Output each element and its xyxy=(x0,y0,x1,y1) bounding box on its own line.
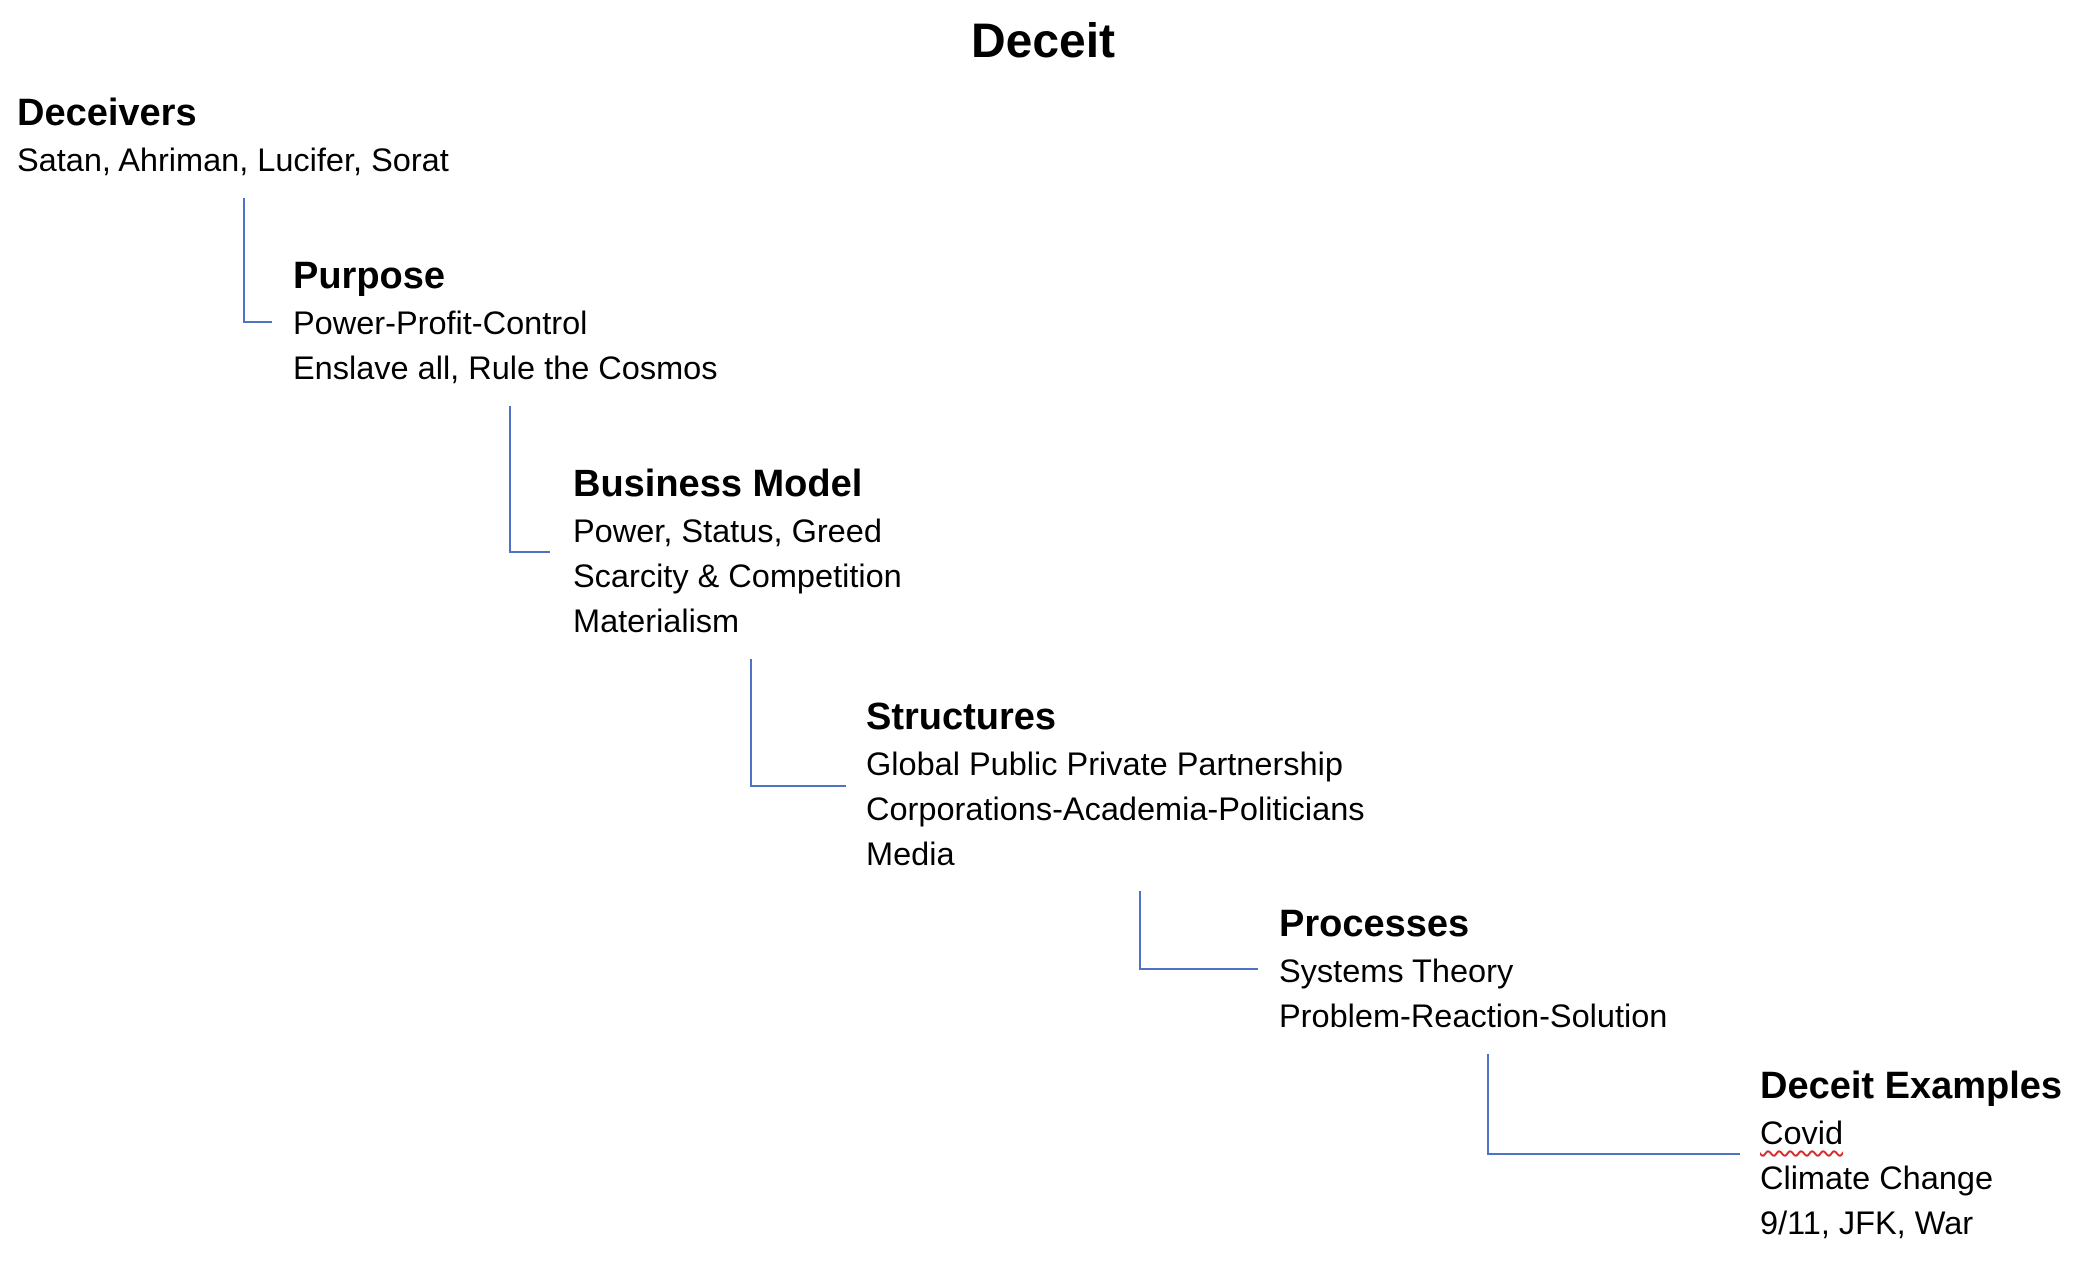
node-heading: Business Model xyxy=(573,463,863,505)
connector-business-model-structures xyxy=(750,659,846,787)
node-deceit-examples: Deceit Examples Covid Climate Change 9/1… xyxy=(1760,1061,2062,1246)
connector-processes-deceit-examples xyxy=(1487,1054,1740,1155)
node-purpose: Purpose Power-Profit-Control Enslave all… xyxy=(293,251,718,391)
node-heading: Structures xyxy=(866,696,1057,738)
node-line: Covid xyxy=(1760,1111,2062,1156)
node-heading: Purpose xyxy=(293,255,446,297)
connector-deceivers-purpose xyxy=(243,198,272,323)
connector-structures-processes xyxy=(1139,891,1258,970)
node-line: Problem-Reaction-Solution xyxy=(1279,998,1668,1034)
node-processes: Processes Systems Theory Problem-Reactio… xyxy=(1279,899,1667,1039)
node-structures: Structures Global Public Private Partner… xyxy=(866,692,1365,877)
node-line: Global Public Private Partnership xyxy=(866,746,1343,782)
connector-purpose-business-model xyxy=(509,406,550,553)
diagram-title: Deceit xyxy=(970,15,1116,68)
node-business-model: Business Model Power, Status, Greed Scar… xyxy=(573,459,902,644)
node-line: Climate Change xyxy=(1760,1160,1994,1196)
node-deceivers: Deceivers Satan, Ahriman, Lucifer, Sorat xyxy=(17,88,449,183)
node-line: Corporations-Academia-Politicians xyxy=(866,791,1365,827)
spellcheck-word: Covid xyxy=(1760,1115,1844,1151)
node-line: Enslave all, Rule the Cosmos xyxy=(293,350,718,386)
node-line: Power, Status, Greed xyxy=(573,513,882,549)
node-line: Materialism xyxy=(573,603,740,639)
node-line: Satan, Ahriman, Lucifer, Sorat xyxy=(17,142,449,178)
node-line: Media xyxy=(866,836,955,872)
node-line: Systems Theory xyxy=(1279,953,1514,989)
node-line: Scarcity & Competition xyxy=(573,558,902,594)
node-line: 9/11, JFK, War xyxy=(1760,1205,1974,1241)
node-heading: Processes xyxy=(1279,903,1470,945)
node-line: Power-Profit-Control xyxy=(293,305,588,341)
node-heading: Deceit Examples xyxy=(1760,1065,2063,1107)
node-heading: Deceivers xyxy=(17,92,197,134)
